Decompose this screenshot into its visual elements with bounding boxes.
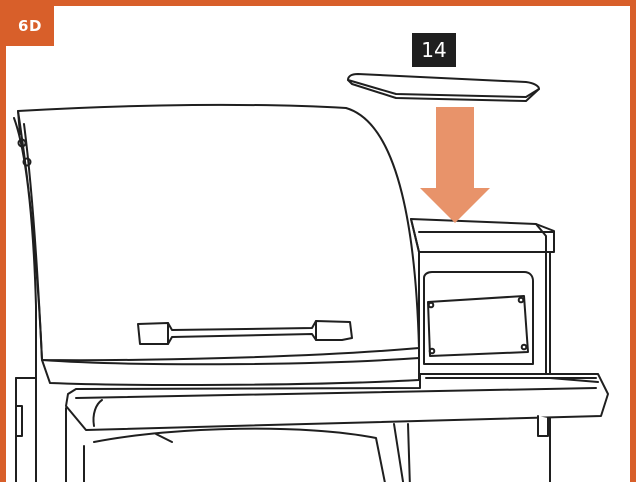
part-14-plate [347, 73, 540, 98]
bolt [22, 157, 32, 167]
lower-arch [93, 427, 386, 482]
step-label: 6D [6, 6, 54, 46]
left-leg-frame [15, 377, 37, 482]
hopper-top [410, 218, 555, 253]
grill-lid [17, 103, 420, 362]
front-shelf [65, 373, 609, 431]
part-number-badge: 14 [412, 33, 456, 67]
hopper-window [427, 295, 529, 357]
barrel-end-cap [13, 117, 37, 482]
bolt [17, 138, 27, 148]
grill-illustration [13, 73, 609, 482]
right-bracket [537, 415, 549, 437]
down-arrow-icon [420, 107, 490, 223]
